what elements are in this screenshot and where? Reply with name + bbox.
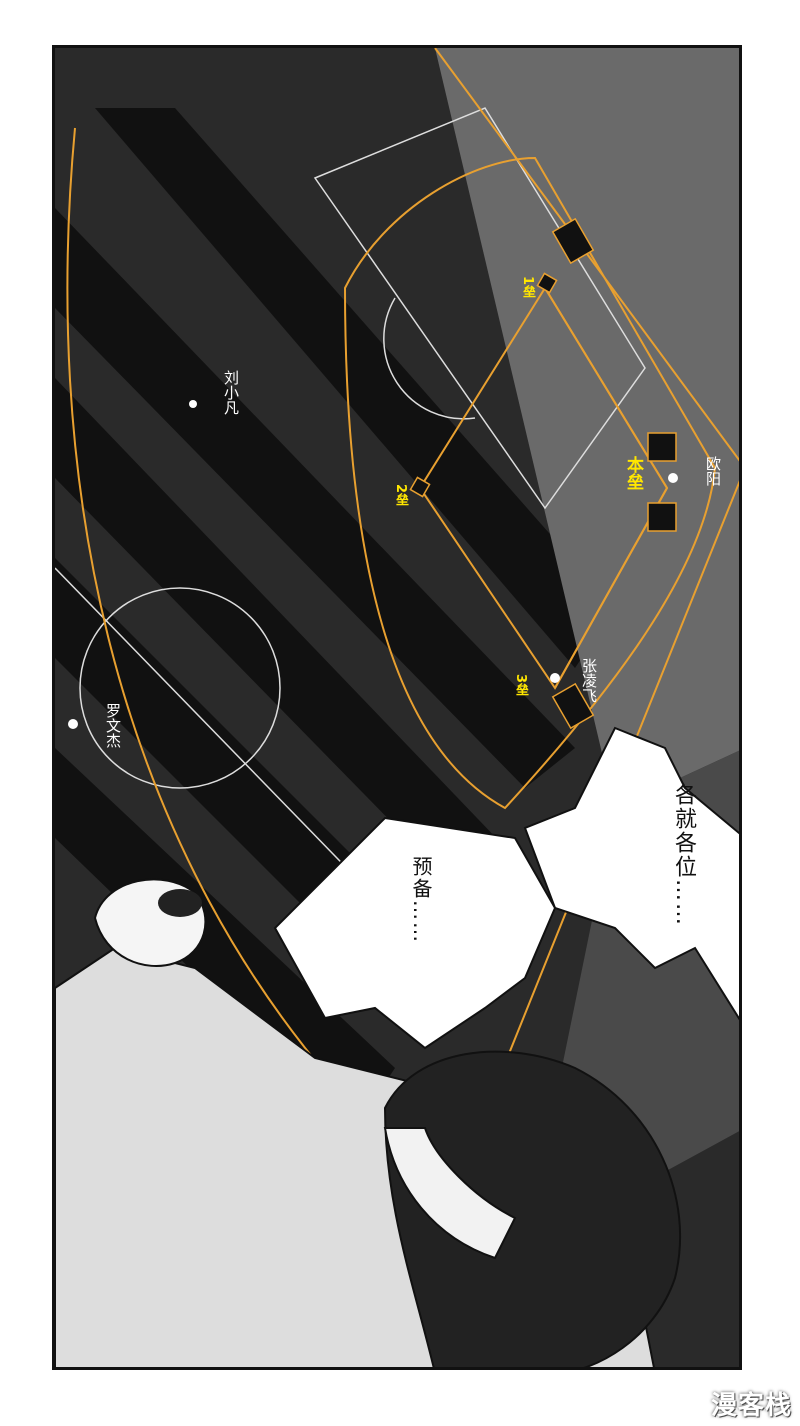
- player-label-luo-wenjie: 罗文杰: [104, 703, 122, 748]
- character-figure: [55, 878, 682, 1367]
- speech-balloon-large: [523, 726, 739, 1021]
- speech-line-ready-positions: 各就各位……: [671, 783, 696, 927]
- pitch-stripes: [55, 108, 615, 1128]
- stands: [435, 48, 739, 808]
- player-label-zhang-lingfei: 张凌飞: [580, 658, 598, 703]
- base-label-home: 本垒: [623, 456, 643, 490]
- field-artwork: [55, 48, 739, 1367]
- base-label-second: 2垒: [393, 484, 408, 507]
- diamond-overlay: [66, 48, 739, 1139]
- player-label-ouyang: 欧阳: [704, 456, 722, 486]
- player-figures: [68, 400, 678, 729]
- manga-panel: 欧阳 刘小凡 张凌飞 罗文杰 1垒 2垒 3垒 本垒 各就各位…… 预备……: [52, 45, 742, 1370]
- site-watermark-logo: 漫客栈: [710, 1391, 792, 1421]
- base-markers: [409, 217, 677, 730]
- speech-balloon-small: [273, 816, 557, 1050]
- speech-line-get-set: 预备……: [409, 856, 433, 944]
- player-label-liu-xiaofan: 刘小凡: [222, 370, 240, 415]
- base-label-third: 3垒: [513, 674, 528, 697]
- base-label-first: 1垒: [520, 276, 535, 299]
